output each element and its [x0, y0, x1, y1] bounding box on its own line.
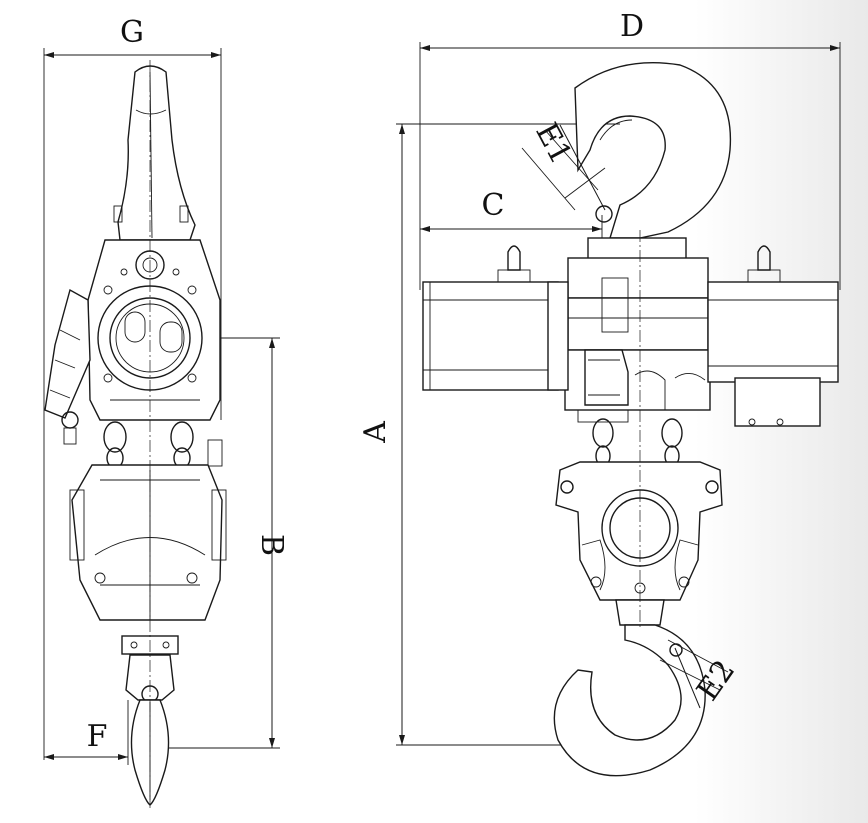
front-load-chain [577, 409, 683, 467]
dimension-label-f: F [87, 719, 108, 754]
dimension-f: F [44, 700, 129, 765]
side-chain-bracket [44, 288, 91, 445]
dimension-c: C [420, 188, 603, 240]
front-bottom-hook: E2 [553, 624, 742, 777]
dimension-label-c: C [482, 188, 505, 223]
dimension-label-e1: E1 [528, 117, 578, 170]
dimension-label-d: D [620, 9, 644, 44]
side-top-hook [113, 65, 196, 241]
front-right-motor [707, 245, 839, 427]
side-upper-housing [87, 239, 221, 421]
dimension-label-a: A [358, 421, 393, 444]
front-lower-block [555, 461, 723, 626]
side-load-chain [103, 421, 223, 469]
front-top-hook: E1 [521, 62, 732, 239]
dimension-d: D [419, 9, 841, 290]
front-view: D A C E1 [358, 9, 841, 777]
side-lower-block [69, 464, 227, 621]
front-left-motor [422, 245, 569, 391]
side-view: G B F [43, 15, 289, 808]
dimension-g: G [43, 15, 222, 760]
dimension-label-b: B [254, 534, 289, 556]
front-center-block [564, 237, 711, 411]
dimension-label-g: G [120, 15, 144, 50]
